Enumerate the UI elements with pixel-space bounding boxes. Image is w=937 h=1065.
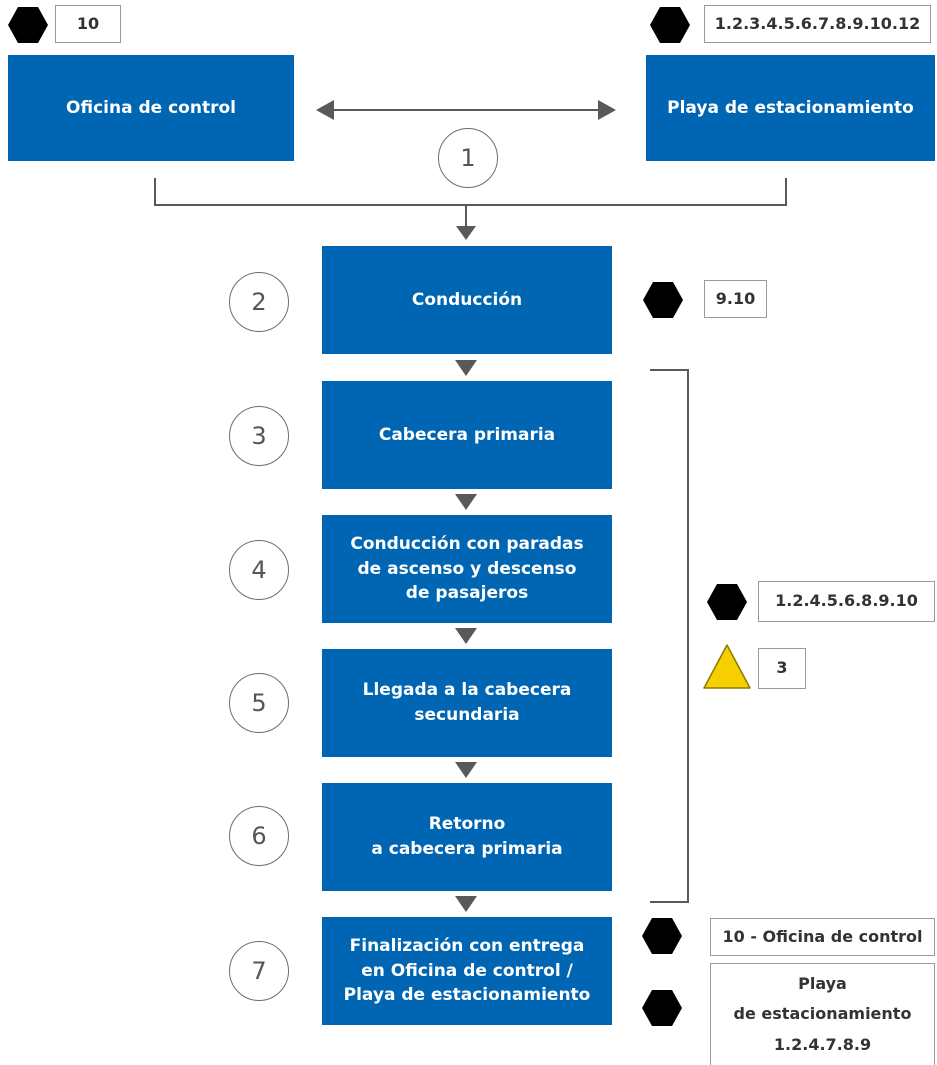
retorno-cabecera-primaria-box: Retorno a cabecera primaria <box>322 783 612 891</box>
finalizacion-box: Finalización con entrega en Oficina de c… <box>322 917 612 1025</box>
double-arrow-left-icon <box>316 100 334 120</box>
final-oficina-code-box: 10 - Oficina de control <box>710 918 935 956</box>
warning-triangle-icon <box>703 644 751 689</box>
group-warning-code-box: 3 <box>758 648 806 689</box>
hexagon-icon <box>650 7 690 43</box>
merge-bracket <box>154 178 787 206</box>
conduccion-box: Conducción <box>322 246 612 354</box>
step-circle-6: 6 <box>229 806 289 866</box>
group-hex-code-box: 1.2.4.5.6.8.9.10 <box>758 581 935 622</box>
hexagon-icon <box>643 282 683 318</box>
arrow-down-icon <box>455 494 477 510</box>
cabecera-primaria-box: Cabecera primaria <box>322 381 612 489</box>
oficina-de-control-box: Oficina de control <box>8 55 294 161</box>
conduccion-paradas-box: Conducción con paradas de ascenso y desc… <box>322 515 612 623</box>
step-circle-2: 2 <box>229 272 289 332</box>
playa-de-estacionamiento-box: Playa de estacionamiento <box>646 55 935 161</box>
step-circle-1: 1 <box>438 128 498 188</box>
hexagon-icon <box>642 918 682 954</box>
conduccion-code-box: 9.10 <box>704 280 767 318</box>
playa-code-box: 1.2.3.4.5.6.7.8.9.10.12 <box>704 5 931 43</box>
hexagon-icon <box>642 990 682 1026</box>
hexagon-icon <box>8 7 48 43</box>
arrow-down-icon <box>455 360 477 376</box>
arrow-down-icon <box>455 762 477 778</box>
oficina-code-box: 10 <box>55 5 121 43</box>
step-circle-7: 7 <box>229 941 289 1001</box>
step-circle-5: 5 <box>229 673 289 733</box>
step-circle-4: 4 <box>229 540 289 600</box>
llegada-cabecera-secundaria-box: Llegada a la cabecera secundaria <box>322 649 612 757</box>
double-arrow-right-icon <box>598 100 616 120</box>
group-bracket <box>650 369 689 903</box>
final-playa-code-box: Playa de estacionamiento 1.2.4.7.8.9 <box>710 963 935 1065</box>
arrow-down-icon <box>455 896 477 912</box>
arrow-down-icon <box>455 628 477 644</box>
step-circle-3: 3 <box>229 406 289 466</box>
hexagon-icon <box>707 584 747 620</box>
arrow-down-icon <box>456 226 476 240</box>
